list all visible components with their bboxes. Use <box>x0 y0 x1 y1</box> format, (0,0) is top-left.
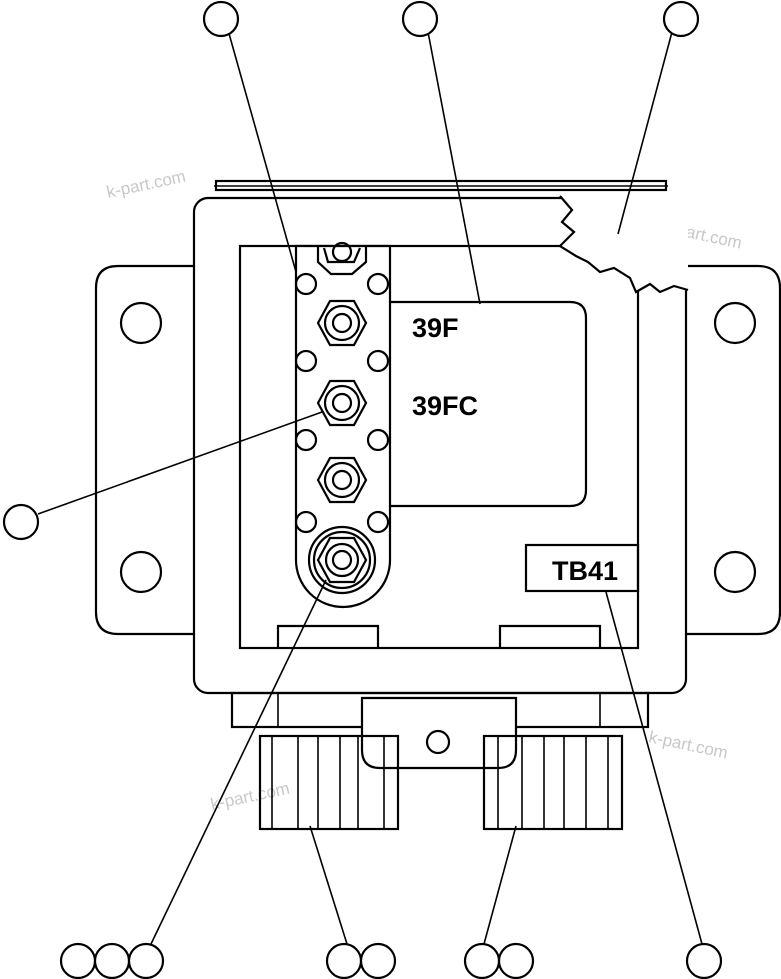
label-plate <box>390 300 588 508</box>
enclosure-inner-panel <box>238 244 640 650</box>
lid-lip <box>214 179 668 192</box>
lower-housing <box>230 691 650 770</box>
callout-11 <box>497 942 535 979</box>
terminal-strip-holes <box>294 272 390 534</box>
cutaway-edge <box>558 195 689 294</box>
callout-balloons <box>2 0 723 979</box>
label-39fc: 39FC <box>412 391 478 421</box>
leader-lines <box>37 29 703 945</box>
watermark-1: k-part.com <box>105 167 187 202</box>
tb41-plate <box>524 543 640 593</box>
callout-8 <box>325 942 363 979</box>
label-tb41: TB41 <box>552 556 618 586</box>
callout-6 <box>93 942 131 979</box>
watermark-3: k-part.com <box>647 727 729 762</box>
terminal-nut-bottom <box>307 525 377 595</box>
callout-7 <box>127 942 165 979</box>
callout-10 <box>463 942 501 979</box>
terminal-nut-39f <box>316 299 368 347</box>
cable-gland-right <box>482 734 624 831</box>
cable-gland-left <box>258 734 400 831</box>
left-mounting-ear <box>94 264 194 636</box>
terminal-strip <box>294 244 392 609</box>
slot-right <box>498 624 602 648</box>
callout-9 <box>359 942 397 979</box>
terminal-nut-3 <box>316 456 368 504</box>
callout-12 <box>685 942 723 979</box>
right-mounting-ear <box>686 264 781 636</box>
terminal-nut-39fc <box>316 379 368 427</box>
callout-5 <box>59 942 97 979</box>
callout-2 <box>401 0 439 38</box>
callout-4 <box>2 503 40 541</box>
callout-3 <box>662 0 700 38</box>
label-39f: 39F <box>412 313 459 343</box>
enclosure-body <box>192 196 688 695</box>
slot-left <box>276 624 380 648</box>
terminal-nut-top <box>316 241 368 276</box>
callout-1 <box>202 0 240 38</box>
